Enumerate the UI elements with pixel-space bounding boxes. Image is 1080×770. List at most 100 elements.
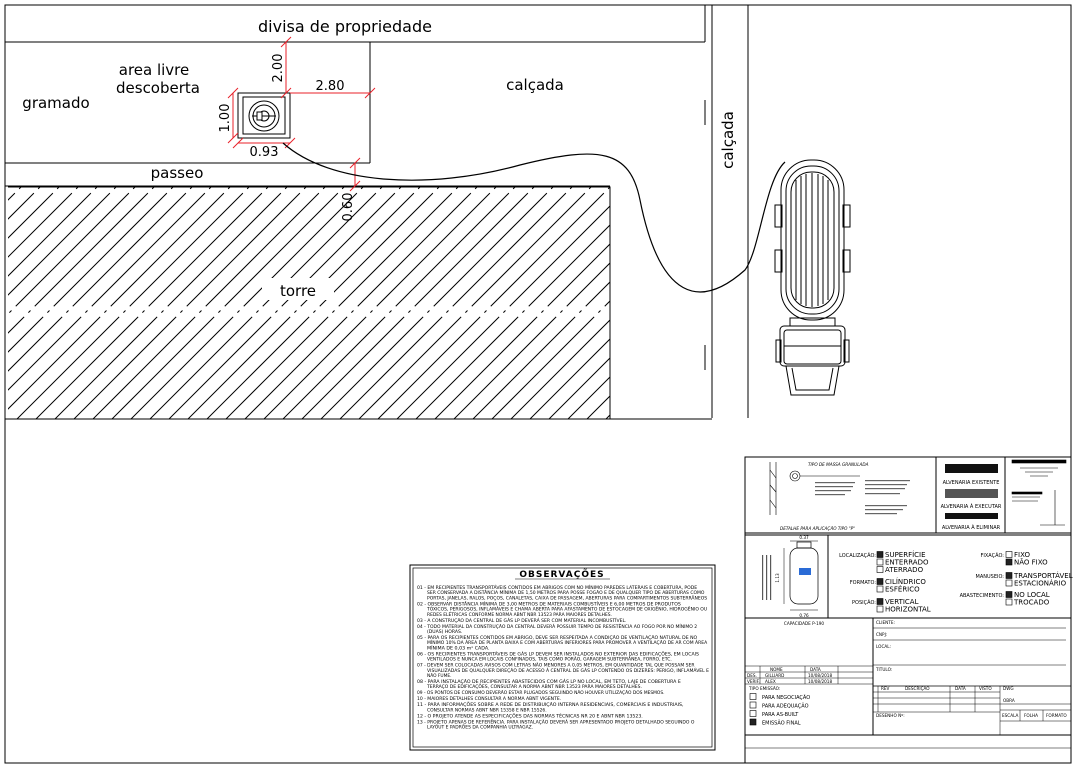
observation-line: 11 - PARA INFORMAÇÕES SOBRE A REDE DE DI… xyxy=(417,702,684,707)
observation-line: 12 - O PROJETO ATENDE AS ESPECIFICAÇÕES … xyxy=(417,713,643,718)
formato-label: FORMATO: xyxy=(850,580,877,586)
obra-header: OBRA xyxy=(1003,698,1015,703)
hatch-line xyxy=(548,357,610,419)
spec-checkbox xyxy=(1005,598,1013,606)
observation-line: VISUALIZADAS DE QUALQUER DIREÇÃO DE ACES… xyxy=(427,668,710,673)
spec-option: ESTACIONÁRIO xyxy=(1014,579,1067,588)
verif-label: VERIF. xyxy=(747,679,760,684)
observation-line: (DUAS) HORAS. xyxy=(427,629,462,634)
spec-option: CILÍNDRICO xyxy=(885,577,926,586)
observation-line: CONSULTAR NORMAS ABNT NBR 15358 E NBR 15… xyxy=(427,707,547,712)
hatch-line xyxy=(244,187,478,419)
hatch-line xyxy=(8,187,60,239)
hatch-line xyxy=(111,187,345,419)
detail-caption: DETALHE PARA APLICAÇÃO TIPO "P" xyxy=(780,526,855,531)
spec-option: ATERRADO xyxy=(885,566,924,574)
torre-label: torre xyxy=(280,282,316,300)
data-rev-header: DATA xyxy=(955,686,966,691)
hatch-line xyxy=(377,187,610,419)
posicao-label: POSIÇÃO: xyxy=(852,599,876,606)
hatch-line xyxy=(206,187,440,419)
hatch-line xyxy=(339,187,573,419)
observation-line: 06 - OS RECIPIENTES TRANSPORTÁVEIS DE GÁ… xyxy=(417,651,700,656)
tank-dim-bottom: 0.76 xyxy=(799,613,809,618)
hatch-line xyxy=(35,187,269,419)
dim-2-00: 2.00 xyxy=(271,54,286,83)
spec-option: HORIZONTAL xyxy=(885,606,931,614)
observation-line: MÍNIMO 10% DA ÁREA DE PLANTA BAIXA E COM… xyxy=(427,640,707,645)
spec-checkbox xyxy=(876,551,884,558)
cnpj-label: CNPJ: xyxy=(876,632,887,637)
visto-header: VISTO xyxy=(979,686,992,691)
observation-line: PORTAS, JANELAS, RALOS, POÇOS, CANALETAS… xyxy=(427,595,708,600)
observation-line: 09 - OS PONTOS DE CONSUMO DEVERÃO ESTAR … xyxy=(417,690,665,695)
folha-header: FOLHA xyxy=(1024,713,1038,718)
area-livre-label: area livre xyxy=(119,61,190,79)
hatch-line xyxy=(434,243,610,419)
hatch-line xyxy=(301,187,535,419)
cylinder-enclosure xyxy=(237,92,291,139)
tank-dim-top: 0.37 xyxy=(799,535,809,540)
dimension-lines xyxy=(227,36,376,192)
fixacao-label: FIXAÇÃO: xyxy=(981,552,1005,559)
tank-caption: CAPACIDADE P-190 xyxy=(784,621,824,626)
hatch-line xyxy=(633,180,883,430)
observation-line: 02 - OBSERVAR DISTÂNCIA MÍNIMA DE 3,00 M… xyxy=(417,601,681,606)
hatch-line xyxy=(54,187,288,419)
property-label: divisa de propriedade xyxy=(258,17,432,36)
hatch-line xyxy=(8,187,193,372)
legend-existente: ALVENARIA EXISTENTE xyxy=(943,480,1000,486)
hatch-line xyxy=(567,376,610,419)
spec-checkbox xyxy=(876,578,884,585)
observation-line: 04 - TODO MATERIAL DA CONSTRUÇÃO DA CENT… xyxy=(417,624,698,629)
spec-option: NÃO FIXO xyxy=(1014,558,1048,567)
dim-0-93: 0.93 xyxy=(250,145,279,160)
spec-option: SUPERFÍCIE xyxy=(885,550,926,559)
hatch-line xyxy=(8,187,117,296)
abastecimento-label: ABASTECIMENTO: xyxy=(960,593,1005,599)
spec-checkbox xyxy=(876,558,884,566)
hatch-line xyxy=(73,187,307,419)
hatch-line xyxy=(263,187,497,419)
dwg-header: DWG xyxy=(1003,686,1014,691)
tank-dim-side: 1.13 xyxy=(775,573,780,583)
hatch-line xyxy=(8,187,231,410)
hatch-line xyxy=(491,300,610,419)
spec-checkbox xyxy=(1005,591,1013,598)
supply-hose xyxy=(282,142,786,293)
emission-option: PARA NEGOCIAÇÃO xyxy=(762,694,810,701)
verif-name: ALEX xyxy=(765,679,776,684)
spec-checkbox xyxy=(876,598,884,605)
hatch-line xyxy=(472,281,610,419)
gramado-label: gramado xyxy=(22,94,89,112)
emission-option: PARA AS-BUILT xyxy=(762,712,799,718)
descricao-header: DESCRIÇÃO xyxy=(905,686,930,691)
desenho-label: DESENHO Nº: xyxy=(876,713,905,718)
spec-checkbox xyxy=(876,605,884,613)
observation-line: VENTILADOS E NUNCA EM LOCAIS CONFINADOS,… xyxy=(427,657,672,662)
emission-option: PARA ADEQUAÇÃO xyxy=(762,703,809,710)
spec-checkbox xyxy=(1005,558,1013,566)
legend-block: TIPO DE MASSA GRANULADA DETALHE PARA APL… xyxy=(744,456,1073,764)
tipo-emissao-label: TIPO EMISSÃO: xyxy=(748,686,780,691)
emission-checkbox xyxy=(749,701,757,709)
hatch-line xyxy=(8,187,136,315)
observation-line: 08 - PARA INSTALAÇÃO DE RECIPIENTES ABAS… xyxy=(417,679,681,684)
hatch-line xyxy=(8,187,155,334)
spec-option: TROCADO xyxy=(1013,599,1050,607)
des-label: DES. xyxy=(747,673,757,678)
hatch-line xyxy=(16,187,250,419)
legend-eliminar: ALVENARIA À ELIMINAR xyxy=(942,524,1001,531)
spec-option: ESFÉRICO xyxy=(885,585,920,594)
localizacao-label: LOCALIZAÇÃO: xyxy=(839,552,876,559)
hatch-line xyxy=(396,205,610,419)
manuseio-label: MANUSEIO: xyxy=(976,574,1005,580)
hatch-line xyxy=(225,187,459,419)
titulo-label: TITULO: xyxy=(875,667,892,672)
observation-line: 05 - PARA OS RECIPIENTES CONTIDOS EM ABR… xyxy=(417,635,697,640)
hatch-line xyxy=(415,224,610,419)
hatch-line xyxy=(8,187,98,277)
data-header: DATA xyxy=(810,667,821,672)
legend-executar: ALVENARIA À EXECUTAR xyxy=(941,503,1002,510)
hatch-line xyxy=(8,187,174,353)
